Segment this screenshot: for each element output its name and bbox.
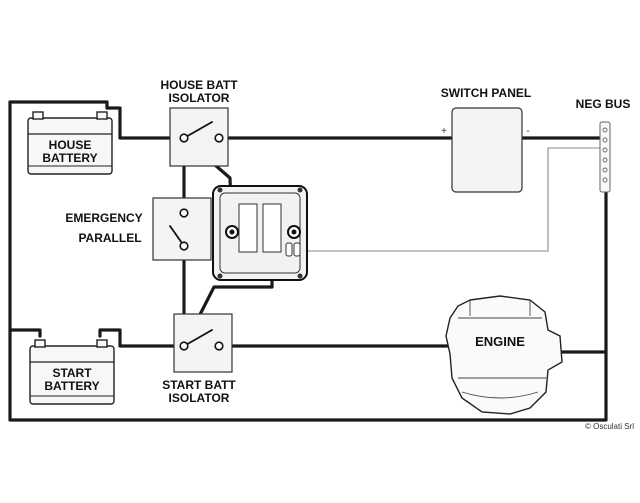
house-isolator-label-1: HOUSE BATT (160, 78, 238, 92)
neg-bus-label: NEG BUS (576, 97, 631, 111)
voltage-sensing-relay-icon (212, 185, 308, 281)
start-battery-label-2: BATTERY (44, 379, 99, 393)
copyright: © Osculati Srl (585, 422, 634, 431)
house-battery-label-2: BATTERY (42, 151, 97, 165)
emergency-parallel-label-2: PARALLEL (78, 231, 141, 245)
emergency-parallel-switch: EMERGENCY PARALLEL (65, 197, 212, 261)
start-battery: START BATTERY (29, 339, 115, 405)
house-isolator-label-2: ISOLATOR (169, 91, 230, 105)
house-battery-label-1: HOUSE (49, 138, 92, 152)
switch-panel: SWITCH PANEL + - (441, 86, 531, 193)
emergency-parallel-label-1: EMERGENCY (65, 211, 142, 225)
start-battery-label-1: START (52, 366, 92, 380)
start-isolator-label-2: ISOLATOR (169, 391, 230, 405)
switch-panel-plus: + (441, 126, 447, 137)
house-batt-isolator: HOUSE BATT ISOLATOR (160, 78, 238, 167)
house-battery: HOUSE BATTERY (27, 111, 113, 175)
start-isolator-label-1: START BATT (162, 378, 236, 392)
sense-wires (280, 147, 600, 252)
switch-panel-label: SWITCH PANEL (441, 86, 531, 100)
engine-label: ENGINE (475, 334, 525, 349)
engine-icon: ENGINE (445, 295, 563, 415)
start-batt-isolator: START BATT ISOLATOR (162, 313, 236, 405)
switch-panel-minus: - (526, 126, 529, 137)
neg-bus: NEG BUS (576, 97, 631, 193)
